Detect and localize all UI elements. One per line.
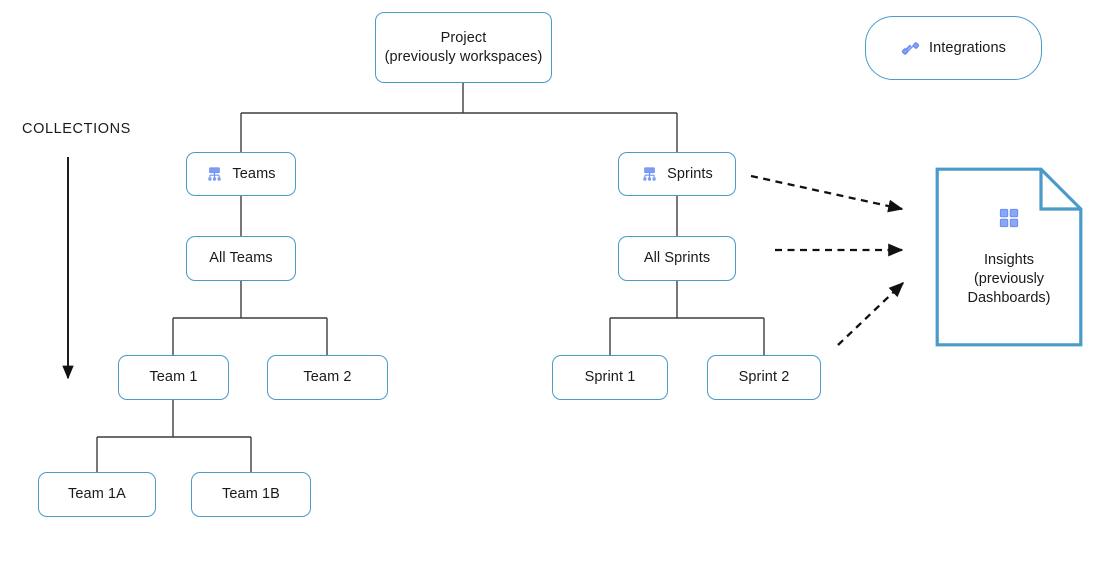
node-integrations-label: Integrations bbox=[929, 39, 1006, 56]
node-team-1[interactable]: Team 1 bbox=[118, 355, 229, 400]
node-project[interactable]: Project (previously workspaces) bbox=[375, 12, 552, 83]
edge-sprint2-insights-dashed bbox=[837, 282, 904, 346]
link-icon bbox=[901, 39, 920, 58]
node-teams-label: Teams bbox=[232, 165, 276, 182]
node-team-1b[interactable]: Team 1B bbox=[191, 472, 311, 517]
node-sprint-2[interactable]: Sprint 2 bbox=[707, 355, 821, 400]
grid-squares-icon bbox=[998, 207, 1020, 229]
collections-annotation-label: COLLECTIONS bbox=[22, 121, 131, 137]
node-team-2-label: Team 2 bbox=[303, 369, 352, 385]
node-project-label: Project (previously workspaces) bbox=[384, 29, 543, 65]
node-all-sprints-label: All Sprints bbox=[643, 250, 711, 266]
node-insights-label: Insights (previously Dashboards) bbox=[967, 252, 1051, 306]
node-team-1-label: Team 1 bbox=[149, 369, 198, 385]
node-sprint-2-label: Sprint 2 bbox=[738, 369, 790, 385]
node-all-sprints[interactable]: All Sprints bbox=[618, 236, 736, 281]
node-all-teams-label: All Teams bbox=[209, 250, 273, 266]
node-team-1a[interactable]: Team 1A bbox=[38, 472, 156, 517]
hierarchy-icon bbox=[641, 166, 658, 183]
node-sprint-1-label: Sprint 1 bbox=[584, 369, 636, 385]
node-all-teams[interactable]: All Teams bbox=[186, 236, 296, 281]
hierarchy-icon bbox=[206, 166, 223, 183]
node-team-1b-label: Team 1B bbox=[222, 486, 280, 502]
node-teams[interactable]: Teams bbox=[186, 152, 296, 196]
node-team-2[interactable]: Team 2 bbox=[267, 355, 388, 400]
node-sprints-label: Sprints bbox=[667, 165, 713, 182]
node-sprint-1[interactable]: Sprint 1 bbox=[552, 355, 668, 400]
node-sprints[interactable]: Sprints bbox=[618, 152, 736, 196]
node-team-1a-label: Team 1A bbox=[68, 486, 126, 502]
node-insights[interactable]: Insights (previously Dashboards) bbox=[935, 167, 1083, 347]
node-integrations[interactable]: Integrations bbox=[865, 16, 1042, 80]
edge-sprints-insights-dashed bbox=[750, 174, 904, 213]
document-folded-corner-shape bbox=[935, 167, 1083, 347]
